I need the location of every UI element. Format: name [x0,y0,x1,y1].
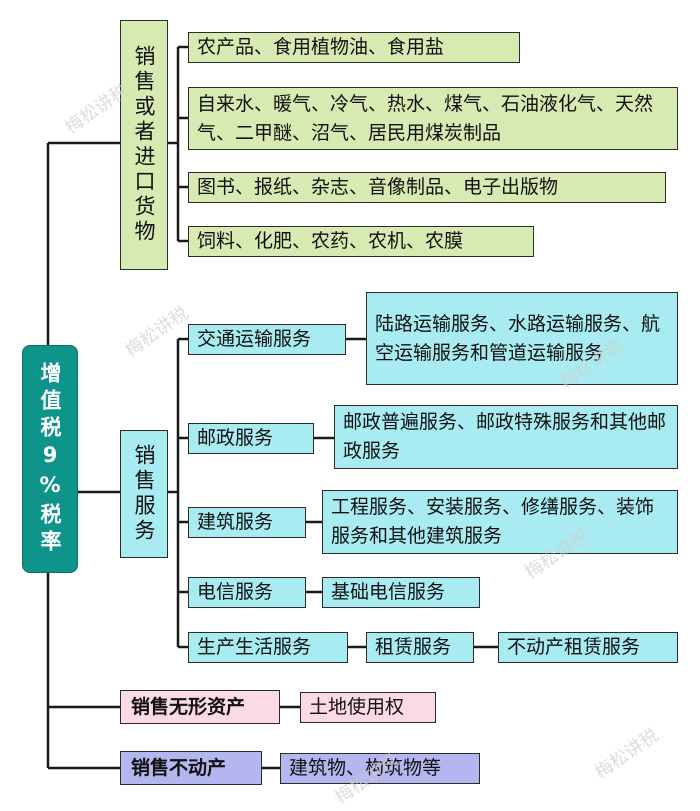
realestate-detail: 建筑物、构筑物等 [280,753,480,784]
intangible-detail-text: 土地使用权 [309,696,405,718]
goods-item-4-text: 饲料、化肥、农药、农机、农膜 [197,230,464,252]
services-branch-node: 销售服务 [120,430,168,558]
goods-item-2: 自来水、暖气、冷气、热水、煤气、石油液化气、天然气、二甲醚、沼气、居民用煤炭制品 [188,87,678,150]
goods-item-2-text: 自来水、暖气、冷气、热水、煤气、石油液化气、天然气、二甲醚、沼气、居民用煤炭制品 [197,92,654,144]
goods-item-4: 饲料、化肥、农药、农机、农膜 [188,226,534,257]
service-telecom: 电信服务 [188,577,306,608]
service-telecom-label: 电信服务 [197,581,274,603]
service-construction-detail-text: 工程服务、安装服务、修缮服务、装饰服务和其他建筑服务 [331,496,655,547]
goods-branch-label: 销售或者进口货物 [132,45,156,245]
service-construction: 建筑服务 [188,507,306,538]
intangible-branch-label: 销售无形资产 [131,695,246,718]
service-living-sub-text: 不动产租赁服务 [507,636,641,658]
root-label: 增值税9%税率 [38,361,62,557]
service-postal-detail: 邮政普遍服务、邮政特殊服务和其他邮政服务 [334,405,678,469]
goods-branch-node: 销售或者进口货物 [120,20,168,270]
goods-item-3: 图书、报纸、杂志、音像制品、电子出版物 [188,172,666,203]
goods-item-1: 农产品、食用植物油、食用盐 [188,32,520,63]
services-branch-label: 销售服务 [132,444,156,544]
service-telecom-detail: 基础电信服务 [322,577,480,608]
service-postal-detail-text: 邮政普遍服务、邮政特殊服务和其他邮政服务 [343,411,667,462]
goods-item-1-text: 农产品、食用植物油、食用盐 [197,36,445,58]
realestate-branch-label: 销售不动产 [131,756,227,779]
service-transport-detail: 陆路运输服务、水路运输服务、航空运输服务和管道运输服务 [366,292,678,385]
service-construction-label: 建筑服务 [197,511,274,533]
service-construction-detail: 工程服务、安装服务、修缮服务、装饰服务和其他建筑服务 [322,490,678,554]
service-postal-label: 邮政服务 [197,427,274,449]
service-living-detail-text: 租赁服务 [375,636,452,658]
service-transport-detail-text: 陆路运输服务、水路运输服务、航空运输服务和管道运输服务 [375,312,661,364]
service-living-label: 生产生活服务 [197,636,312,658]
service-living-sub: 不动产租赁服务 [498,632,678,663]
service-living: 生产生活服务 [188,632,348,663]
service-transport-label: 交通运输服务 [197,328,312,350]
intangible-detail: 土地使用权 [300,692,436,723]
intangible-branch-node: 销售无形资产 [120,690,280,724]
service-living-detail: 租赁服务 [366,632,474,663]
realestate-detail-text: 建筑物、构筑物等 [289,757,442,779]
goods-item-3-text: 图书、报纸、杂志、音像制品、电子出版物 [197,176,559,198]
service-postal: 邮政服务 [188,423,314,454]
service-telecom-detail-text: 基础电信服务 [331,581,446,603]
service-transport: 交通运输服务 [188,324,346,355]
realestate-branch-node: 销售不动产 [120,751,262,785]
root-node: 增值税9%税率 [22,345,78,573]
